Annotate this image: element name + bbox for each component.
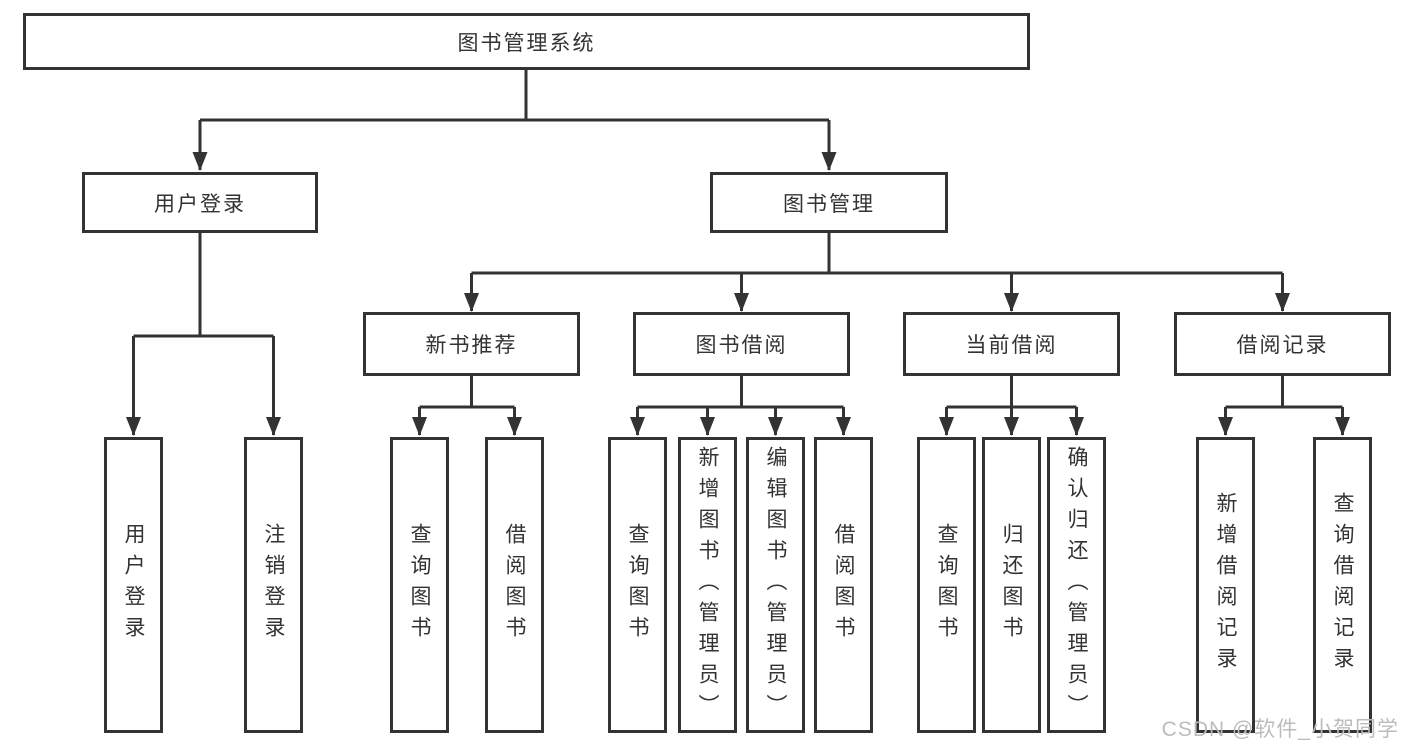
connector-new-book-recommend [418, 376, 516, 435]
node-root-label: 图书管理系统 [457, 31, 596, 55]
node-user-login-branch: 用户登录 [82, 172, 318, 233]
leaf-borrow-books-borrowing: 借阅图书 [814, 437, 873, 733]
leaf-add-books-admin-label: 新增图书（管理员） [696, 445, 719, 725]
connector-root [198, 70, 831, 170]
leaf-confirm-return-admin-label: 确认归还（管理员） [1065, 445, 1088, 725]
leaf-query-books-recommend-label: 查询图书 [408, 523, 431, 647]
leaf-add-borrow-record: 新增借阅记录 [1196, 437, 1255, 733]
leaf-edit-books-admin-label: 编辑图书（管理员） [764, 445, 787, 725]
leaf-query-books-borrowing-label: 查询图书 [626, 523, 649, 647]
leaf-borrow-books-borrowing-label: 借阅图书 [832, 523, 855, 647]
leaf-edit-books-admin: 编辑图书（管理员） [746, 437, 805, 733]
node-user-login-branch-label: 用户登录 [154, 192, 246, 216]
node-borrowing-records: 借阅记录 [1174, 312, 1391, 376]
leaf-query-borrow-record-label: 查询借阅记录 [1331, 492, 1354, 678]
leaf-borrow-books-recommend: 借阅图书 [485, 437, 544, 733]
node-book-management-branch: 图书管理 [710, 172, 948, 233]
leaf-query-books-current-label: 查询图书 [935, 523, 958, 647]
node-current-borrowing: 当前借阅 [903, 312, 1120, 376]
leaf-borrow-books-recommend-label: 借阅图书 [503, 523, 526, 647]
node-book-borrowing-label: 图书借阅 [695, 334, 788, 357]
leaf-return-books: 归还图书 [982, 437, 1041, 733]
leaf-user-login-label: 用户登录 [122, 523, 145, 647]
node-root: 图书管理系统 [23, 13, 1030, 70]
leaf-add-books-admin: 新增图书（管理员） [678, 437, 737, 733]
leaf-logout-login: 注销登录 [244, 437, 303, 733]
leaf-query-books-borrowing: 查询图书 [608, 437, 667, 733]
csdn-watermark: CSDN @软件_小贺同学 [1161, 718, 1399, 741]
node-borrowing-records-label: 借阅记录 [1236, 334, 1329, 357]
connector-book-management-branch [470, 233, 1284, 311]
leaf-confirm-return-admin: 确认归还（管理员） [1047, 437, 1106, 733]
leaf-user-login: 用户登录 [104, 437, 163, 733]
node-book-management-branch-label: 图书管理 [783, 192, 875, 216]
leaf-query-books-current: 查询图书 [917, 437, 976, 733]
connector-borrowing-records [1224, 376, 1344, 435]
arrowheads [126, 152, 1350, 436]
connector-user-login-branch [132, 233, 275, 435]
node-current-borrowing-label: 当前借阅 [965, 334, 1058, 357]
node-book-borrowing: 图书借阅 [633, 312, 850, 376]
node-new-book-recommend: 新书推荐 [363, 312, 580, 376]
leaf-add-borrow-record-label: 新增借阅记录 [1214, 492, 1237, 678]
leaf-logout-login-label: 注销登录 [262, 523, 285, 647]
leaf-query-borrow-record: 查询借阅记录 [1313, 437, 1372, 733]
node-new-book-recommend-label: 新书推荐 [425, 334, 518, 357]
leaf-return-books-label: 归还图书 [1000, 523, 1023, 647]
leaf-query-books-recommend: 查询图书 [390, 437, 449, 733]
connector-book-borrowing [636, 376, 845, 435]
